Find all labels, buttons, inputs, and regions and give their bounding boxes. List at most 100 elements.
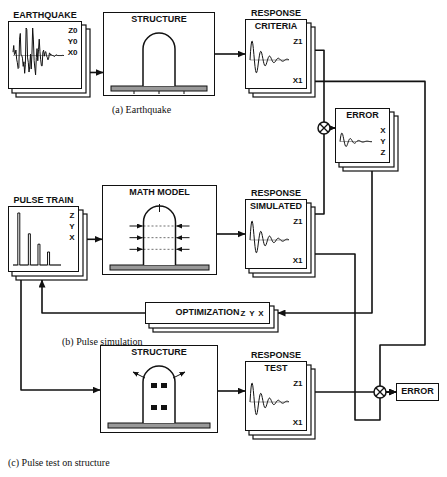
- base-excitation: [184, 91, 185, 94]
- axis-label: X: [380, 126, 385, 135]
- connector-arrow: [315, 50, 335, 128]
- plot-axis: [250, 60, 289, 61]
- panel-art: [245, 199, 315, 277]
- panel-ground: [396, 383, 439, 401]
- axis-label: X0: [68, 48, 78, 57]
- axis-label: X1: [293, 76, 303, 85]
- shaker-box: [151, 405, 157, 410]
- connector-arrow: [87, 239, 102, 241]
- axis-label: Z1: [293, 217, 302, 226]
- panel-ground: [335, 108, 390, 163]
- panel-art: [245, 19, 315, 97]
- axis-label: Z1: [293, 37, 302, 46]
- waveform: [250, 41, 289, 72]
- shaker-box: [161, 383, 167, 388]
- input-arrow: [130, 237, 143, 238]
- axis-label: X: [69, 233, 74, 242]
- axis-label: X: [258, 309, 263, 318]
- box-outline: ERROR: [396, 383, 439, 401]
- panel-art: [8, 206, 87, 280]
- waveform: [250, 383, 289, 414]
- axis-label: Z0: [68, 26, 77, 35]
- input-arrow: [159, 204, 160, 212]
- input-arrow: [130, 226, 143, 227]
- model-mesh-line: [144, 249, 176, 250]
- stacked-panel: PULSE TRAIN: [8, 195, 79, 272]
- axis-label: Z1: [293, 379, 302, 388]
- dome-structure: [144, 206, 176, 265]
- connector-arrow: [217, 233, 245, 235]
- ground-slab: [110, 265, 209, 270]
- panel-art: [102, 185, 217, 275]
- panel-art: [100, 345, 218, 433]
- panel-ground: [245, 19, 307, 89]
- panel-ground: [245, 361, 307, 431]
- panel-ground: [102, 185, 217, 275]
- box-outline: MATH MODEL: [102, 185, 217, 275]
- summing-junction: [374, 386, 386, 398]
- junction-circle: [374, 386, 386, 398]
- axis-label: X1: [293, 256, 303, 265]
- box-label: STRUCTURE: [131, 14, 187, 25]
- box-label: ERROR: [401, 386, 434, 397]
- panel-art: [145, 302, 278, 332]
- waveform: [250, 221, 289, 252]
- axis-label: X1: [293, 418, 303, 427]
- box-label: MATH MODEL: [129, 187, 189, 198]
- base-excitation: [134, 91, 135, 94]
- axis-label: Z: [241, 309, 246, 318]
- ground-slab: [108, 423, 210, 428]
- box-label: ERROR: [346, 110, 379, 121]
- base-excitation: [159, 91, 160, 94]
- dome-structure: [143, 33, 175, 86]
- box-label: OPTIMIZATION: [176, 307, 240, 318]
- junction-circle: [318, 122, 330, 134]
- panel-ground: [103, 12, 215, 96]
- input-arrow: [177, 249, 190, 250]
- axis-label: Y: [69, 222, 74, 231]
- figure-caption: (c) Pulse test on structure: [8, 457, 110, 469]
- panel-art: [335, 108, 398, 171]
- block-box: MATH MODEL: [102, 185, 217, 275]
- box-heading: RESPONSE: [251, 350, 301, 361]
- box-heading: RESPONSE: [251, 188, 301, 199]
- box-label: SIMULATED: [250, 201, 302, 212]
- shaker-box: [151, 383, 157, 388]
- connector-arrow: [315, 81, 425, 392]
- model-mesh-line: [144, 226, 176, 227]
- connector-arrow: [90, 72, 103, 74]
- panel-art: [103, 12, 215, 96]
- panel-ground: [145, 302, 270, 324]
- waveform: [340, 133, 372, 146]
- box-label: TEST: [264, 363, 287, 374]
- panel-art: [8, 21, 90, 97]
- waveform: [13, 213, 61, 265]
- panel-ground: [100, 345, 218, 433]
- box-heading: EARTHQUAKE: [13, 10, 77, 21]
- block-box: STRUCTURE: [103, 12, 215, 96]
- axis-label: Y: [249, 309, 254, 318]
- plot-axis: [250, 240, 289, 241]
- dome-structure: [143, 366, 175, 423]
- block-box: STRUCTURE: [100, 345, 218, 433]
- axis-label: Y: [380, 137, 385, 146]
- box-label: STRUCTURE: [131, 347, 187, 358]
- box-outline: STRUCTURE: [103, 12, 215, 96]
- summing-junction: [318, 122, 330, 134]
- panel-ground: [8, 206, 79, 272]
- input-arrow: [177, 237, 190, 238]
- input-arrow: [177, 226, 190, 227]
- panel-art: [396, 383, 439, 401]
- axis-label: Z: [381, 148, 386, 157]
- waveform: [13, 28, 64, 75]
- connector-arrow: [21, 280, 100, 390]
- force-arrow: [173, 372, 185, 378]
- box-heading: RESPONSE: [251, 8, 301, 19]
- box-heading: PULSE TRAIN: [13, 195, 73, 206]
- box-label: CRITERIA: [255, 21, 298, 32]
- box-outline: [8, 206, 79, 272]
- axis-label: Y0: [68, 37, 78, 46]
- connector-arrow: [315, 254, 396, 420]
